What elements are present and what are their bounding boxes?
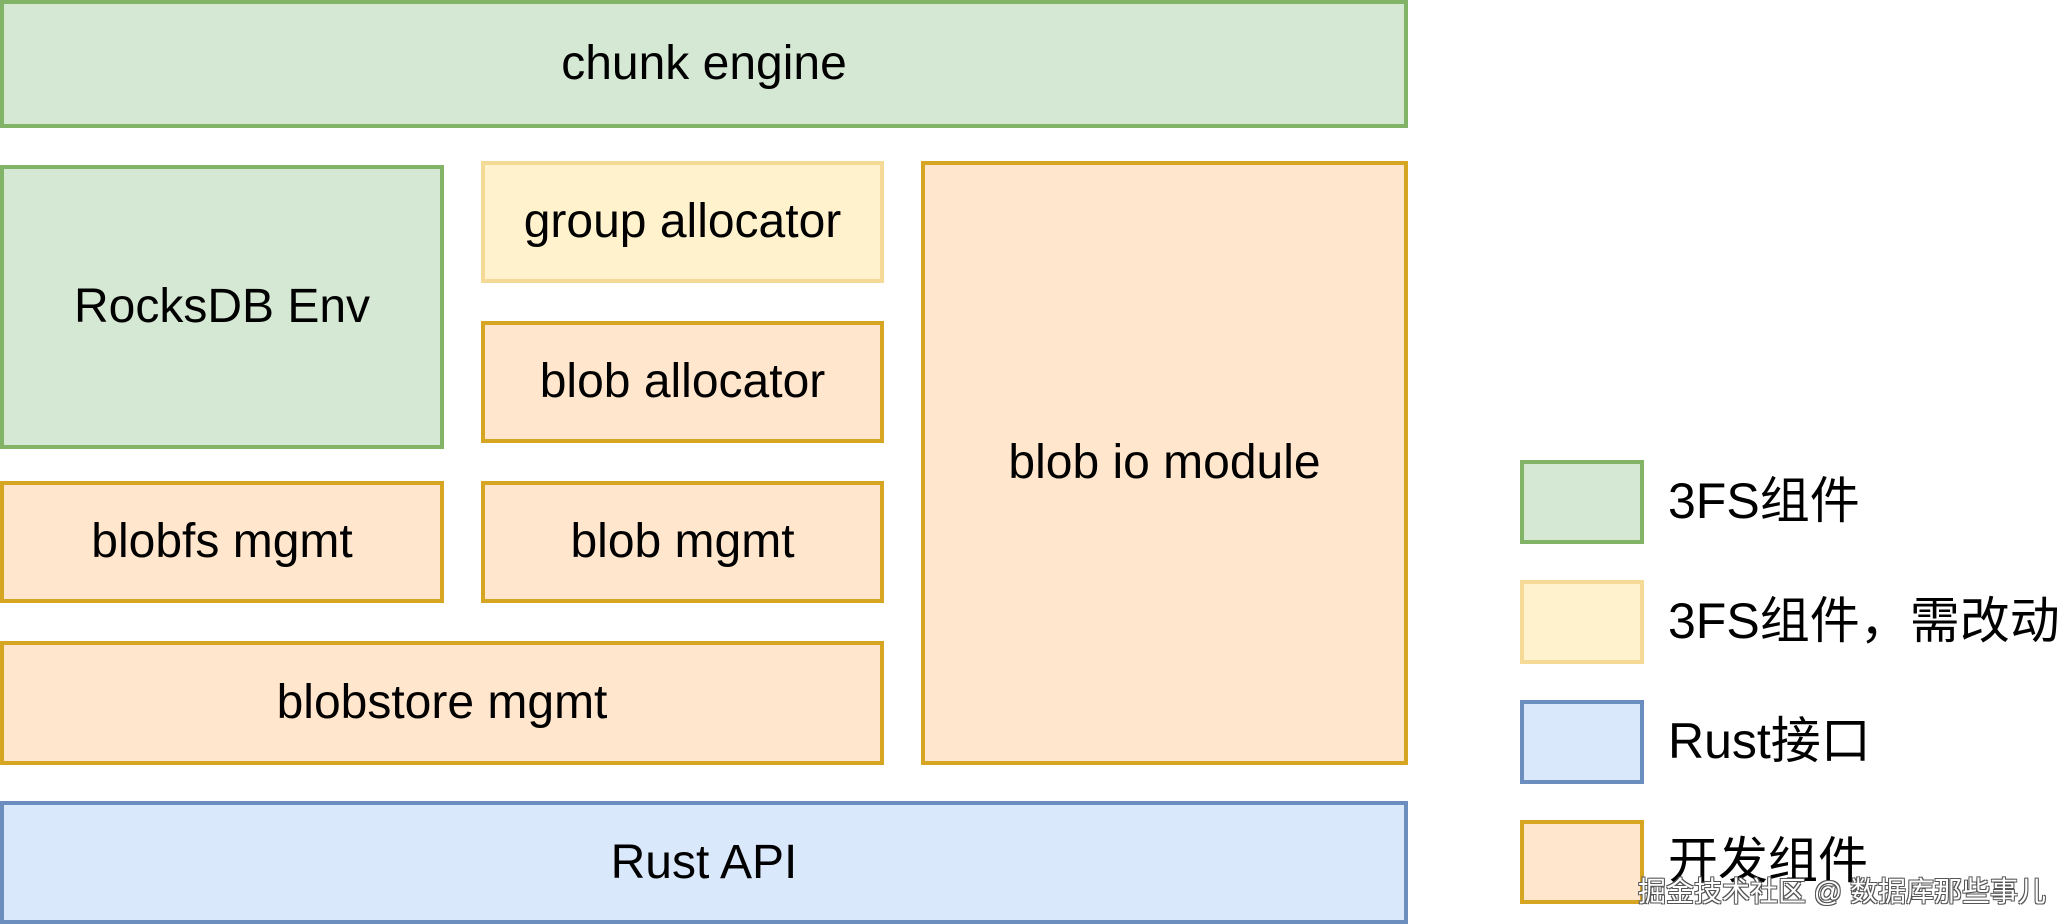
group-allocator-block: group allocator bbox=[481, 161, 884, 283]
chunk-engine-label: chunk engine bbox=[561, 37, 847, 90]
legend-label-dev-component: 开发组件 bbox=[1668, 833, 1868, 889]
blob-mgmt-block: blob mgmt bbox=[481, 481, 884, 603]
rocksdb-env-label: RocksDB Env bbox=[73, 280, 371, 333]
watermark: 掘金技术社区 @ 数据库那些事儿 bbox=[1638, 876, 2046, 907]
blob-mgmt-label: blob mgmt bbox=[570, 515, 795, 568]
blobfs-mgmt-block: blobfs mgmt bbox=[0, 481, 444, 603]
blob-io-module-label: blob io module bbox=[1008, 436, 1321, 489]
legend-label-3fs-component-modified: 3FS组件，需改动 bbox=[1668, 593, 2060, 649]
legend-label-3fs-component: 3FS组件 bbox=[1668, 473, 1860, 529]
legend-swatch-dev-component bbox=[1520, 820, 1644, 904]
legend-swatch-3fs-component-modified bbox=[1520, 580, 1644, 664]
blob-allocator-block: blob allocator bbox=[481, 321, 884, 443]
rocksdb-env-block: RocksDB Env bbox=[0, 165, 444, 449]
legend-label-rust-interface: Rust接口 bbox=[1668, 713, 1871, 769]
chunk-engine-block: chunk engine bbox=[0, 0, 1408, 128]
group-allocator-label: group allocator bbox=[523, 195, 842, 248]
blob-io-module-block: blob io module bbox=[921, 161, 1408, 765]
rust-api-label: Rust API bbox=[610, 835, 798, 889]
blobstore-mgmt-block: blobstore mgmt bbox=[0, 641, 884, 765]
rust-api-block: Rust API bbox=[0, 801, 1408, 924]
blobfs-mgmt-label: blobfs mgmt bbox=[91, 515, 353, 568]
legend-swatch-3fs-component bbox=[1520, 460, 1644, 544]
blob-allocator-label: blob allocator bbox=[539, 355, 826, 408]
legend-swatch-rust-interface bbox=[1520, 700, 1644, 784]
blobstore-mgmt-label: blobstore mgmt bbox=[276, 676, 608, 729]
